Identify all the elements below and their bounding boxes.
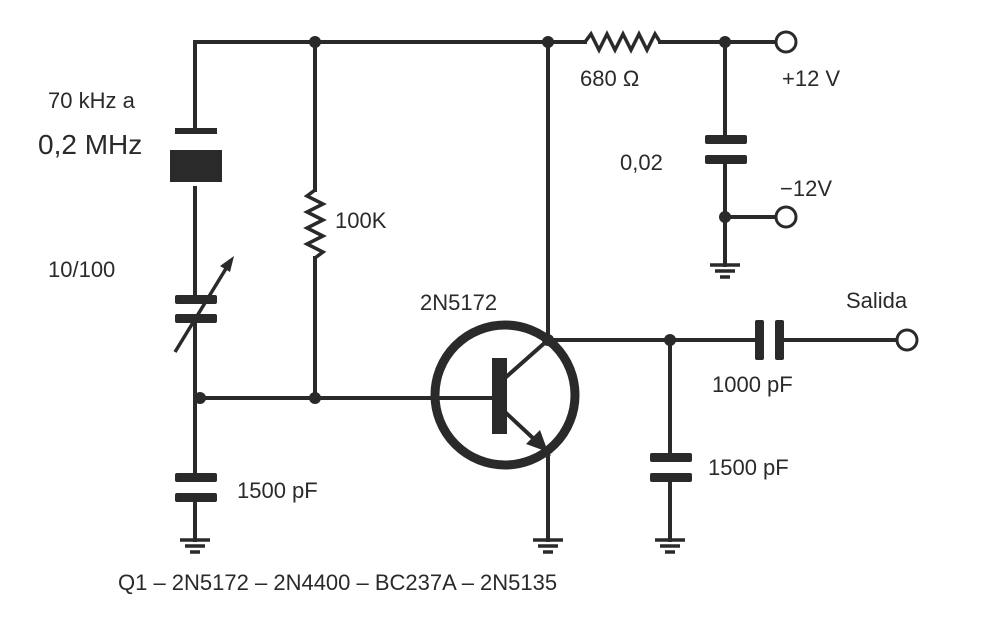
base-cap-label: 1500 pF <box>237 478 318 503</box>
coupling-plate-right <box>775 320 784 360</box>
positive-supply-terminal <box>774 30 798 54</box>
crystal-frequency-label-bottom: 0,2 MHz <box>38 129 142 160</box>
transistor-q1 <box>430 320 580 470</box>
junction-dot <box>719 36 731 48</box>
ground-symbols <box>180 263 740 554</box>
crystal-body <box>170 150 222 182</box>
ground-icon <box>180 538 210 554</box>
transistor-envelope <box>430 320 580 470</box>
positive-supply-label: +12 V <box>782 66 840 91</box>
terminals <box>774 30 919 352</box>
junction-dot <box>194 392 206 404</box>
base-cap-plate-bottom <box>175 493 217 502</box>
collector-resistor-label: 680 Ω <box>580 66 639 91</box>
collector-resistor-zigzag <box>583 30 662 54</box>
coupling-cap-label: 1000 pF <box>712 372 793 397</box>
decoupling-capacitor <box>705 135 747 164</box>
trimmer-arrow-head <box>220 256 234 272</box>
collector-resistor <box>583 30 662 54</box>
junction-dot <box>719 211 731 223</box>
wires <box>193 40 899 542</box>
transistor-base-bar <box>492 358 507 434</box>
ground-icon <box>655 538 685 554</box>
bias-resistor <box>303 188 327 260</box>
trimmer-capacitor <box>173 256 234 353</box>
output-shunt-cap-label: 1500 pF <box>708 455 789 480</box>
trimmer-arrow-shaft <box>173 261 232 353</box>
base-capacitor <box>175 473 217 502</box>
junction-dot <box>309 36 321 48</box>
ground-icon <box>710 263 740 279</box>
shunt-cap-plate-bottom <box>650 473 692 482</box>
decoupling-plate-top <box>705 135 747 144</box>
coupling-capacitor <box>755 320 784 360</box>
shunt-cap-plate-top <box>650 453 692 462</box>
junction-dot <box>309 392 321 404</box>
transistor-emitter-lead <box>502 409 538 443</box>
bias-resistor-label: 100K <box>335 208 387 233</box>
negative-supply-terminal <box>774 205 798 229</box>
component-labels: 70 kHz a 0,2 MHz 10/100 100K 2N5172 680 … <box>38 66 908 595</box>
crystal-frequency-label-top: 70 kHz a <box>48 88 136 113</box>
junction-dot <box>664 334 676 346</box>
output-label: Salida <box>846 288 908 313</box>
decoupling-plate-bottom <box>705 155 747 164</box>
bias-resistor-zigzag <box>303 188 327 260</box>
transistor-collector-lead <box>502 337 551 381</box>
crystal <box>170 128 222 182</box>
ground-icon <box>533 538 563 554</box>
transistor-equivalents-caption: Q1 – 2N5172 – 2N4400 – BC237A – 2N5135 <box>118 570 557 595</box>
base-cap-plate-top <box>175 473 217 482</box>
crystal-top-plate <box>175 128 217 134</box>
coupling-plate-left <box>755 320 764 360</box>
negative-supply-label: −12V <box>780 176 832 201</box>
junction-dot <box>542 334 554 346</box>
junction-dot <box>542 36 554 48</box>
trimmer-label: 10/100 <box>48 257 115 282</box>
output-shunt-capacitor <box>650 453 692 482</box>
decoupling-cap-label: 0,02 <box>620 150 663 175</box>
transistor-emitter-tail <box>537 441 551 458</box>
junction-dots <box>194 36 731 404</box>
transistor-label: 2N5172 <box>420 290 497 315</box>
output-terminal <box>895 328 919 352</box>
